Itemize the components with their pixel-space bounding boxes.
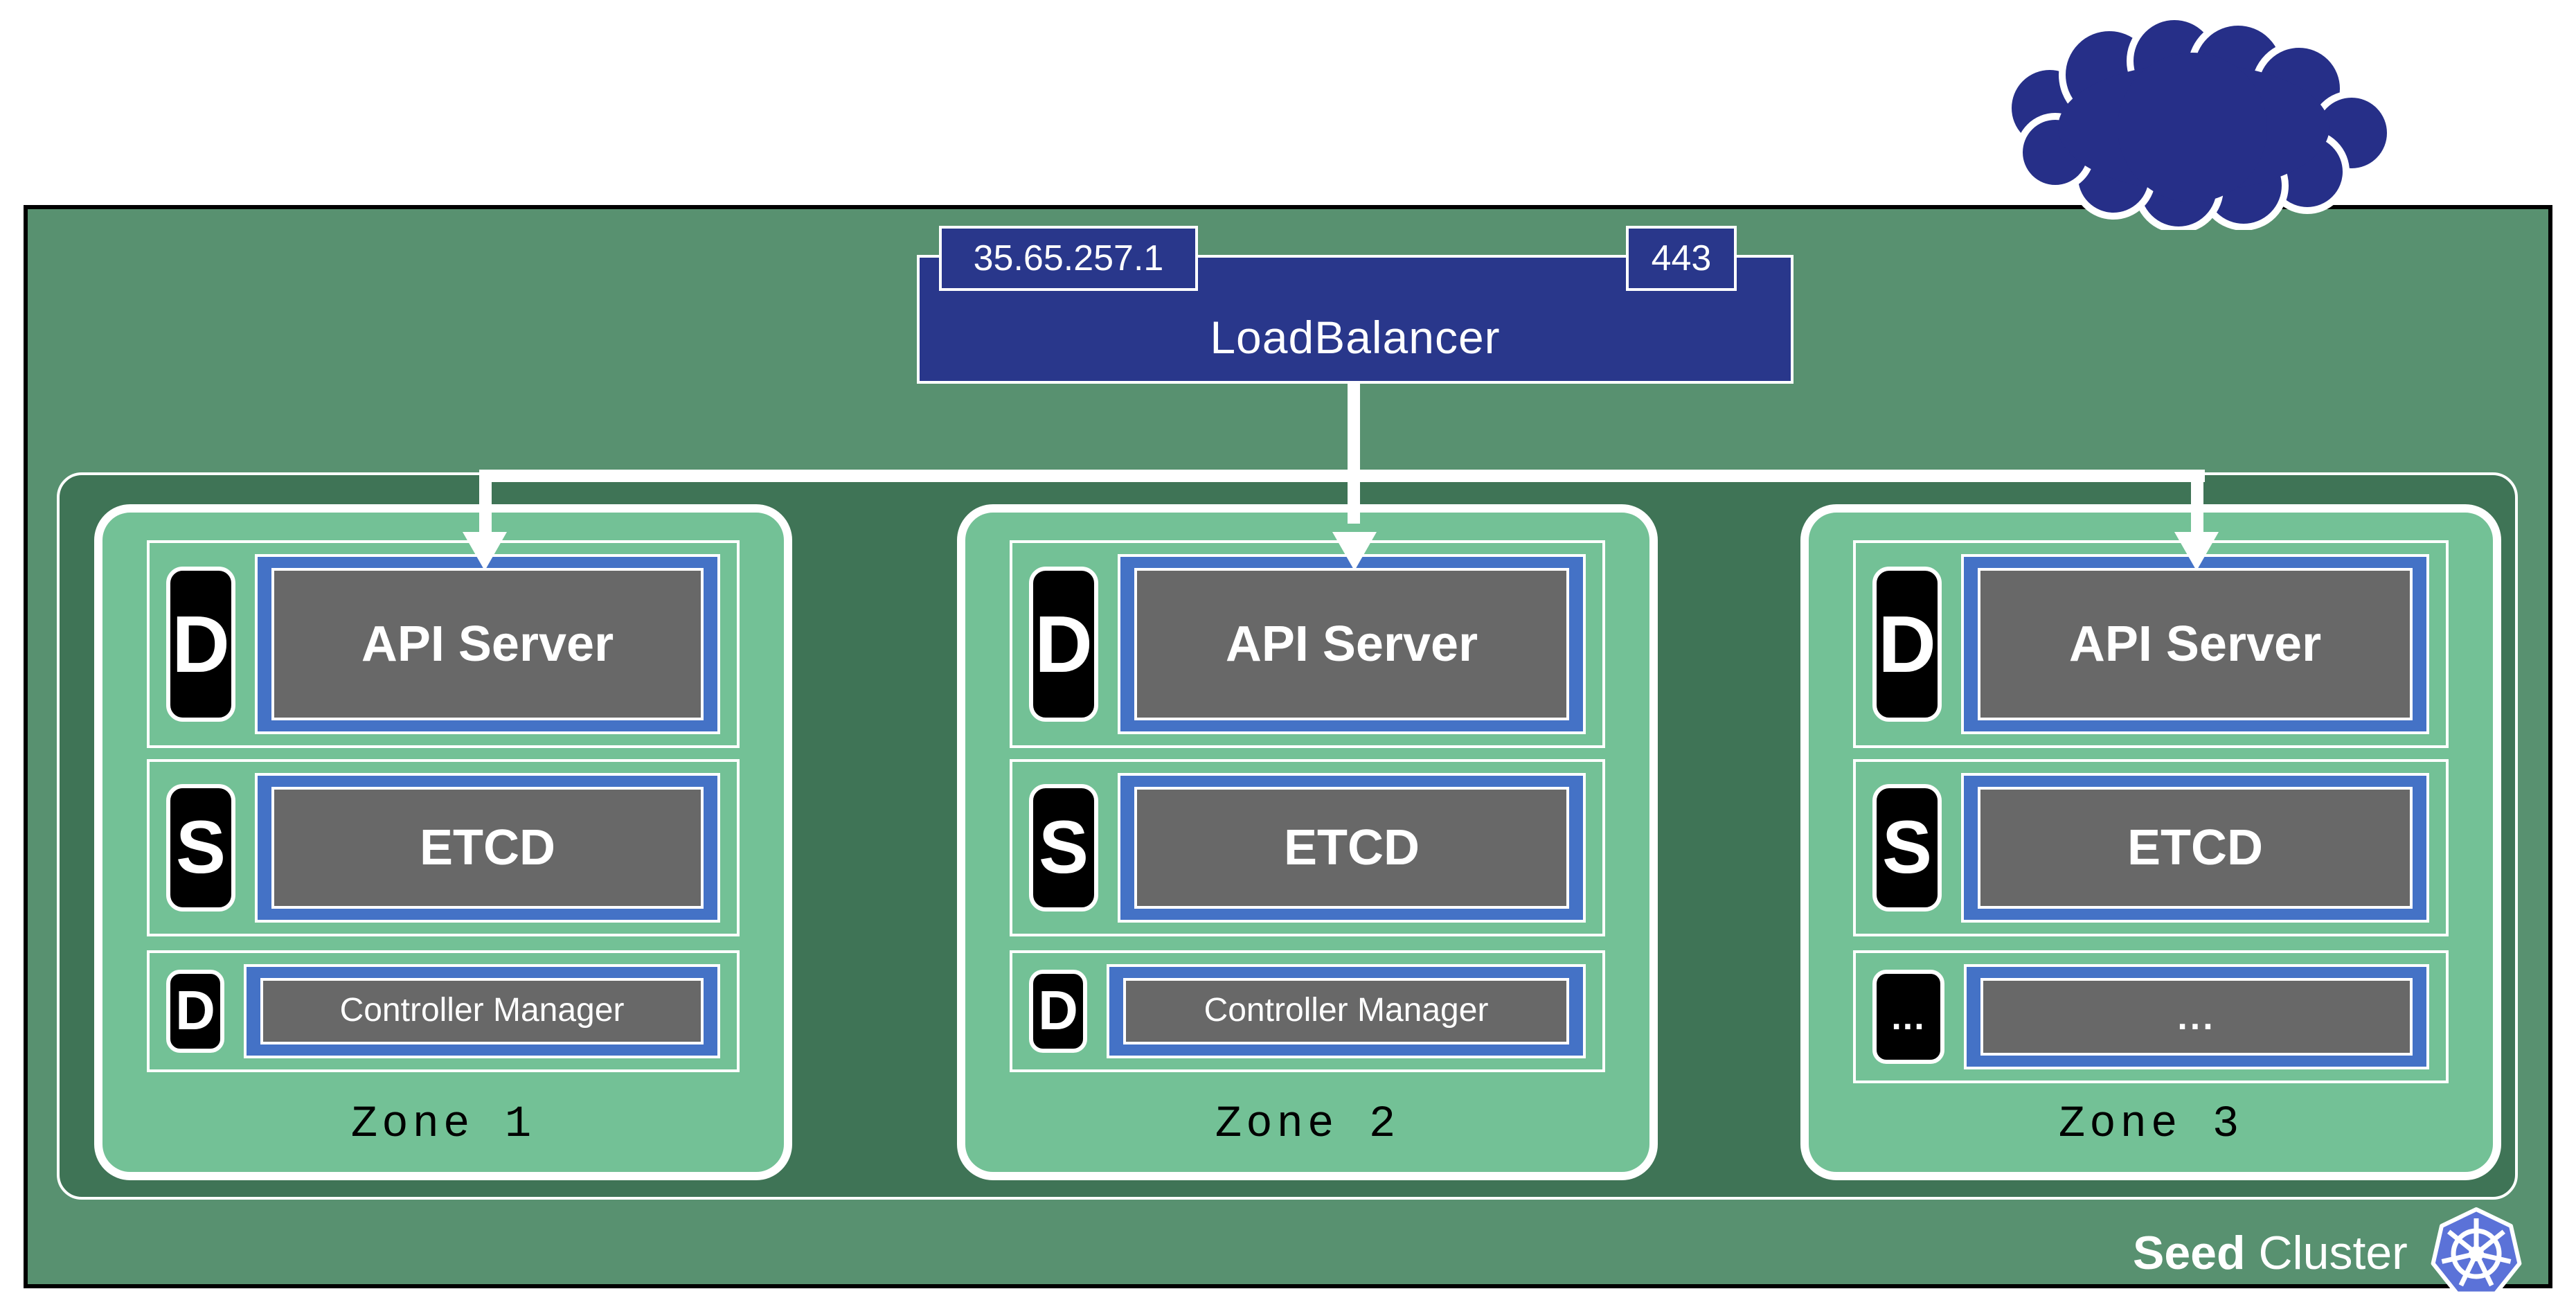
component-box: API Server [1961, 554, 2429, 734]
arrow-down-icon [1332, 532, 1377, 571]
component-label: ETCD [2127, 819, 2263, 875]
kubernetes-icon [2431, 1207, 2523, 1296]
component-box: API Server [1118, 554, 1586, 734]
component-label: ETCD [1284, 819, 1420, 875]
badge-letter: S [1038, 806, 1089, 889]
arrow-down-icon [2174, 532, 2219, 571]
component-inner: API Server [1978, 568, 2413, 720]
statefulset-badge: S [166, 784, 235, 912]
statefulset-badge: S [1029, 784, 1098, 912]
zone3-etcd-row: S ETCD [1853, 759, 2449, 936]
zone1-api-server-row: D API Server [147, 540, 740, 748]
zone-1: D API Server S ETCD D Controller Manager… [94, 504, 792, 1180]
deployment-badge: D [1029, 970, 1087, 1053]
component-inner: Controller Manager [1123, 978, 1569, 1044]
loadbalancer-port: 443 [1651, 237, 1712, 278]
component-box: ETCD [255, 773, 720, 923]
loadbalancer-port-badge: 443 [1626, 226, 1737, 291]
component-label: ... [2177, 995, 2216, 1037]
component-label: ETCD [420, 819, 555, 875]
loadbalancer-ip-badge: 35.65.257.1 [939, 226, 1198, 291]
deployment-badge: D [1872, 567, 1942, 722]
component-box: Controller Manager [244, 964, 720, 1058]
deployment-badge: D [166, 567, 235, 722]
component-label: API Server [1225, 615, 1478, 672]
zone2-controller-manager-row: D Controller Manager [1010, 950, 1605, 1072]
component-box: API Server [255, 554, 720, 734]
badge-letter: D [1038, 980, 1078, 1041]
badge-letter: D [175, 980, 215, 1041]
component-inner: ETCD [1134, 787, 1569, 909]
seed-label-regular: Cluster [2258, 1227, 2408, 1279]
statefulset-badge: S [1872, 784, 1942, 912]
component-label: API Server [361, 615, 614, 672]
zone-2: D API Server S ETCD D Controller Manager… [957, 504, 1658, 1180]
component-inner: ETCD [1978, 787, 2413, 909]
badge-letter: D [1035, 599, 1093, 689]
zone1-controller-manager-row: D Controller Manager [147, 950, 740, 1072]
loadbalancer-label: LoadBalancer [1210, 311, 1501, 362]
seed-cluster-caption: Seed Cluster [2133, 1204, 2527, 1304]
component-inner: ETCD [271, 787, 704, 909]
connector-horizontal-bar [479, 470, 2205, 482]
component-box: Controller Manager [1107, 964, 1586, 1058]
badge-letter: D [172, 599, 230, 689]
component-inner: API Server [271, 568, 704, 720]
loadbalancer-ip: 35.65.257.1 [973, 237, 1164, 278]
zone2-label: Zone 2 [1215, 1099, 1400, 1150]
component-inner: Controller Manager [260, 978, 704, 1044]
zone-3: D API Server S ETCD ... ... Zone 3 [1800, 504, 2501, 1180]
badge-letter: S [175, 806, 226, 889]
zone2-api-server-row: D API Server [1010, 540, 1605, 748]
connector-stem-left [479, 474, 492, 535]
cloud-icon [2005, 13, 2394, 230]
badge-letter: ... [1891, 995, 1926, 1037]
connector-stem-center [1348, 384, 1360, 524]
zone3-api-server-row: D API Server [1853, 540, 2449, 748]
component-inner: ... [1980, 978, 2413, 1056]
deployment-badge: D [1029, 567, 1098, 722]
zone2-etcd-row: S ETCD [1010, 759, 1605, 936]
connector-stem-right [2191, 474, 2203, 535]
arrow-down-icon [463, 532, 507, 571]
seed-label-bold: Seed [2133, 1227, 2246, 1279]
component-label: Controller Manager [1204, 992, 1489, 1029]
zone1-etcd-row: S ETCD [147, 759, 740, 936]
badge-letter: D [1878, 599, 1936, 689]
zone3-ellipsis-row: ... ... [1853, 950, 2449, 1083]
component-label: Controller Manager [339, 992, 625, 1029]
zone1-label: Zone 1 [350, 1099, 536, 1150]
badge-letter: S [1881, 806, 1933, 889]
component-box: ETCD [1118, 773, 1586, 923]
zone3-label: Zone 3 [2058, 1099, 2244, 1150]
component-box: ETCD [1961, 773, 2429, 923]
component-box: ... [1964, 964, 2429, 1069]
deployment-badge: D [166, 970, 224, 1053]
ellipsis-badge: ... [1872, 970, 1944, 1064]
component-label: API Server [2068, 615, 2322, 672]
component-inner: API Server [1134, 568, 1569, 720]
